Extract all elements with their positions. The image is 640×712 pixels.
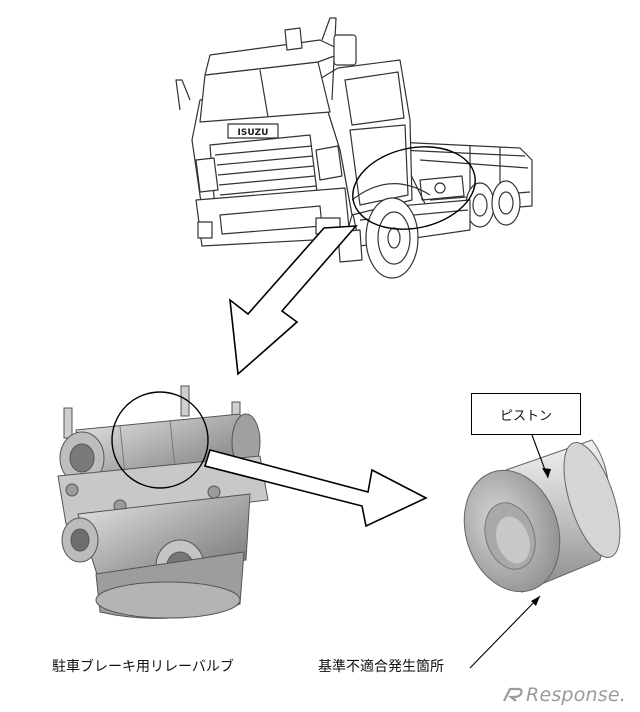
relay-valve-illustration (57, 385, 269, 619)
arrow-truck-to-valve (229, 225, 358, 376)
relay-valve-caption: 駐車ブレーキ用リレーバルブ (52, 659, 234, 675)
arrow-valve-to-piston (203, 449, 428, 528)
truck-illustration (175, 17, 533, 279)
piston-illustration (463, 439, 621, 593)
response-watermark: Response. (502, 684, 626, 706)
defect-location-caption: 基準不適合発生箇所 (318, 659, 444, 675)
callout-leader-defect (469, 595, 541, 669)
response-logo-icon (503, 687, 523, 702)
piston-callout-text: ピストン (499, 408, 552, 424)
truck-badge: ISUZU (238, 128, 269, 138)
piston-callout-label: ピストン (471, 393, 581, 435)
watermark-text: Response. (526, 684, 626, 706)
